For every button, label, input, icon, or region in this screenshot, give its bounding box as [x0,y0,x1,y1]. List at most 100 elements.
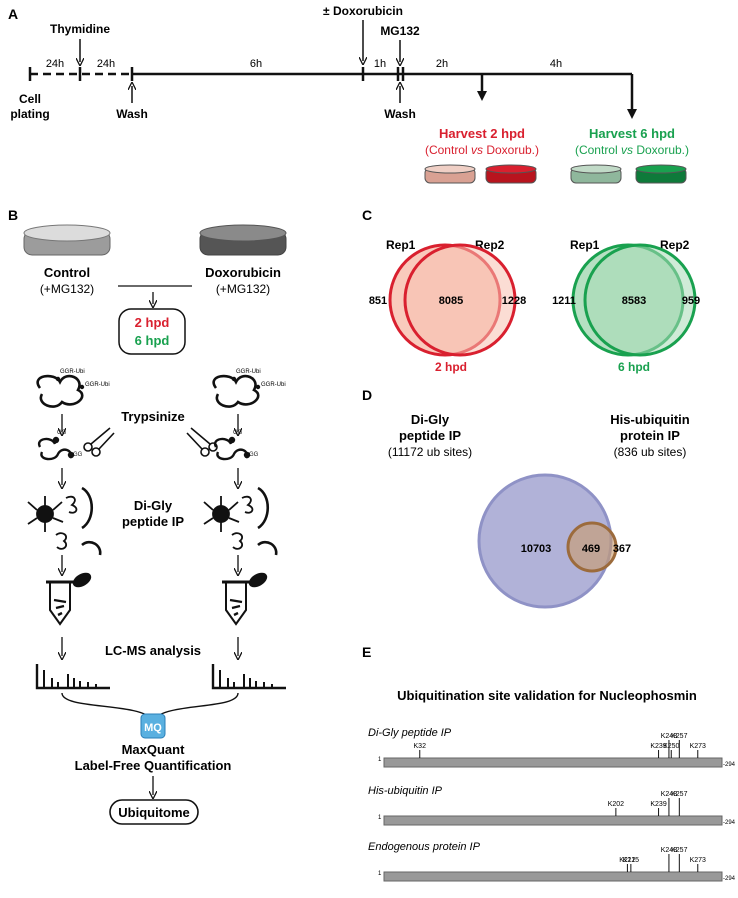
track-end: -294 [723,820,736,826]
label-wash2: Wash [384,107,416,121]
svg-text:GG: GG [233,430,243,436]
d-only-left: 10703 [521,543,552,555]
d-only-right: 367 [613,543,631,555]
svg-text:GGR-Ubi: GGR-Ubi [236,369,261,375]
label-ubiquitome: Ubiquitome [118,805,190,820]
venn2-right-count: 1228 [502,295,526,307]
venn-his-circle [566,521,618,573]
site-label: K273 [690,857,706,864]
harvest-2hpd-title: Harvest 2 hpd [439,126,525,141]
site-label: K257 [671,791,687,798]
duration-4h: 4h [550,58,562,70]
protein-ubi-right: GGR-Ubi GGR-Ubi [212,369,286,408]
site-label: K202 [608,801,624,808]
track-end: -294 [723,762,736,768]
site-label: K248 [661,791,677,798]
dish-doxorubicin [199,224,287,256]
venn6-circle-rep2 [583,243,697,357]
ubiquitome-box [109,799,199,825]
d-left-title2: peptide IP [399,428,461,443]
antibody-bead-left [27,486,102,556]
panel-b-letter: B [8,207,18,223]
scissors-icon [83,427,115,457]
label-doxorubicin-b: Doxorubicin [205,265,281,280]
panel-e-letter: E [362,644,371,660]
d-right-title1: His-ubiquitin [610,412,689,427]
label-lfq: Label-Free Quantification [75,758,232,773]
ms-spectrum-right [211,664,286,690]
track-end: -294 [723,876,736,882]
dish-control [23,224,111,256]
site-label: K257 [671,733,687,740]
site-label: K273 [690,743,706,750]
venn6-rep1: Rep1 [570,238,600,252]
d-right-title2: protein IP [620,428,680,443]
svg-text:GGR-Ubi: GGR-Ubi [60,369,85,375]
panel-a-letter: A [8,6,18,22]
label-maxquant: MaxQuant [122,742,186,757]
track-name: Endogenous protein IP [368,841,481,853]
harvest-2hpd-sub: (Control vs Doxorub.) [425,143,539,157]
label-trypsinize: Trypsinize [121,409,185,424]
ms-spectrum-left [35,664,110,690]
d-left-title1: Di-Gly [411,412,450,427]
site-label: K239 [650,743,666,750]
svg-text:GG: GG [57,430,67,436]
venn2-circle-rep2 [403,243,517,357]
venn6-center-count: 8583 [622,295,646,307]
dish-doxo-6hpd [635,164,687,184]
svg-text:GGR-Ubi: GGR-Ubi [261,382,286,388]
duration-6h: 6h [250,58,262,70]
track-name: His-ubiquitin IP [368,785,443,797]
svg-text:MQ: MQ [144,722,162,734]
peptides-left: GG GG [37,430,83,461]
protein-bar [383,815,723,826]
duration-2h: 2h [436,58,448,70]
label-mg132: MG132 [380,24,420,38]
venn2-label: 2 hpd [435,360,467,374]
label-digly: Di-Gly [134,498,173,513]
site-label: K212 [619,857,635,864]
label-control: Control [44,265,90,280]
hpd-box [118,308,186,355]
label-2hpd: 2 hpd [135,315,170,330]
label-lcms: LC-MS analysis [105,643,201,658]
duration-24h-1: 24h [46,58,64,70]
panel-d: D Di-Gly peptide IP (11172 ub sites) His… [362,387,690,609]
label-doxorubicin: ± Doxorubicin [323,4,403,18]
site-label: K248 [661,733,677,740]
venn6-rep2: Rep2 [660,238,690,252]
label-doxorubicin-mg132: (+MG132) [216,282,270,296]
svg-text:GGR-Ubi: GGR-Ubi [85,382,110,388]
site-label: K32 [414,743,427,750]
e-title: Ubiquitination site validation for Nucle… [397,688,697,703]
dish-control-6hpd [570,164,622,184]
label-control-mg132: (+MG132) [40,282,94,296]
d-right-sub: (836 ub sites) [614,445,687,459]
panel-d-letter: D [362,387,372,403]
venn2-center-count: 8085 [439,295,463,307]
d-left-sub: (11172 ub sites) [388,445,472,459]
venn6-left-count: 1211 [552,295,576,307]
track-start: 1 [378,871,382,877]
harvest-6hpd-sub: (Control vs Doxorub.) [575,143,689,157]
site-label: K248 [661,847,677,854]
tube-left [46,572,92,626]
label-6hpd: 6 hpd [135,333,170,348]
duration-1h: 1h [374,58,386,70]
harvest-6hpd-title: Harvest 6 hpd [589,126,675,141]
panel-e: E Ubiquitination site validation for Nuc… [362,644,736,882]
venn6-label: 6 hpd [618,360,650,374]
dish-doxo-2hpd [485,164,537,184]
label-plating: plating [10,107,49,121]
duration-24h-2: 24h [97,58,115,70]
maxquant-logo-icon: MQ [140,713,166,739]
peptides-right: GG GG [213,430,259,461]
svg-text:GG: GG [73,452,83,458]
site-label: K239 [650,801,666,808]
track-start: 1 [378,815,382,821]
d-overlap: 469 [582,543,600,555]
label-thymidine: Thymidine [50,22,110,36]
